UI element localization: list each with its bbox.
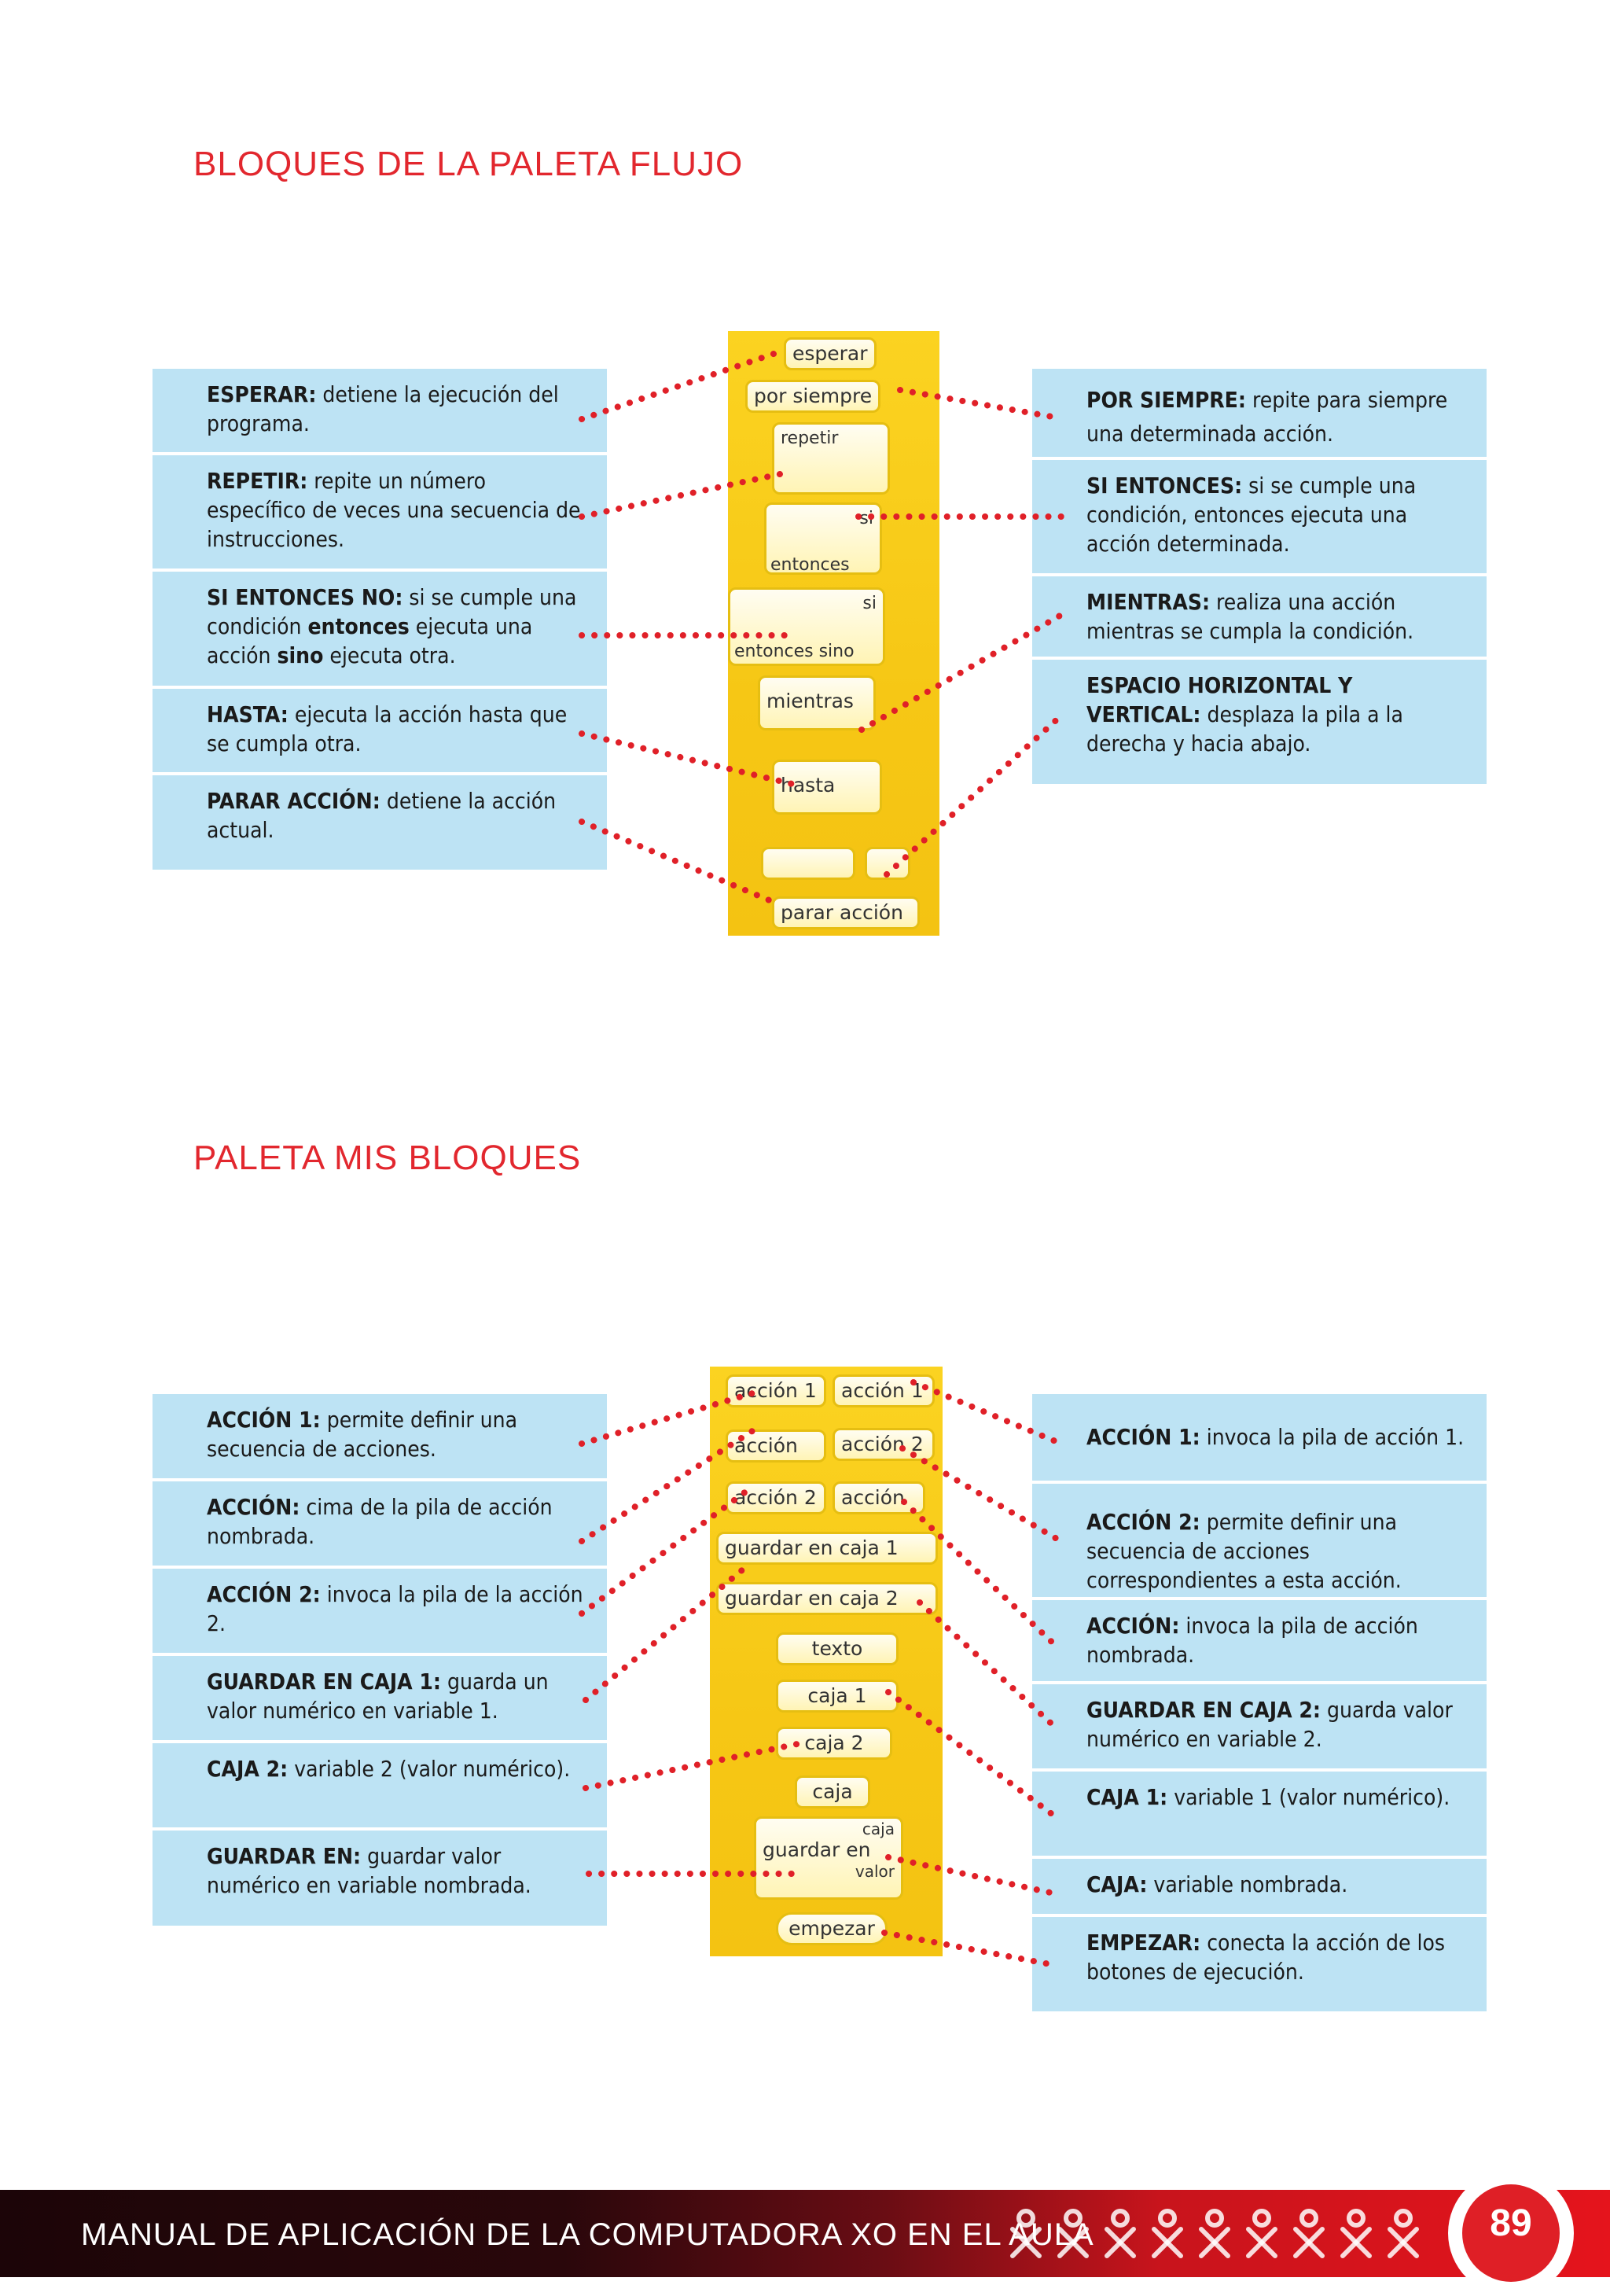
flujo-block-palette: esperar por siempre repetir si entonces … (728, 331, 939, 936)
flujo-left-panel: ESPERAR: detiene la ejecución del progra… (153, 369, 607, 870)
desc-esperar: ESPERAR: detiene la ejecución del progra… (153, 369, 607, 452)
misbloques-right-panel: ACCIÓN 1: invoca la pila de acción 1. AC… (1032, 1394, 1487, 2011)
desc-si-entonces: SI ENTONCES: si se cumple una condición,… (1032, 460, 1487, 573)
misbloques-block-palette: acción 1 acción 1 acción acción 2 acción… (710, 1367, 943, 1956)
block-guardar-en-valor-label: valor (855, 1862, 895, 1881)
block-espacio-vertical[interactable] (865, 847, 910, 880)
block-guardar-en-label: guardar en (763, 1838, 871, 1861)
desc-hasta: HASTA: ejecuta la acción hasta que se cu… (153, 689, 607, 772)
xo-figures-icon (1010, 2209, 1419, 2258)
desc-por-siempre: POR SIEMPRE: repite para siempre una det… (1032, 369, 1487, 457)
block-accion-2-b[interactable]: acción 2 (726, 1481, 826, 1514)
block-guardar-en-caja-label: caja (862, 1820, 895, 1838)
block-empezar[interactable]: empezar (776, 1912, 888, 1945)
desc-parar-accion: PARAR ACCIÓN: detiene la acción actual. (153, 775, 607, 870)
desc-caja: CAJA: variable nombrada. (1032, 1859, 1487, 1914)
section-title-flujo: BLOQUES DE LA PALETA FLUJO (193, 145, 744, 183)
desc-empezar: EMPEZAR: conecta la acción de los botone… (1032, 1917, 1487, 2011)
desc-guardar-caja-2: GUARDAR EN CAJA 2: guarda valor numérico… (1032, 1684, 1487, 1768)
block-esperar[interactable]: esperar (784, 337, 877, 370)
block-caja[interactable]: caja (795, 1775, 870, 1808)
block-accion-2-a[interactable]: acción 2 (833, 1428, 935, 1461)
block-texto[interactable]: texto (776, 1632, 899, 1665)
footer-bar: MANUAL DE APLICACIÓN DE LA COMPUTADORA X… (0, 2190, 1610, 2277)
block-guardar-en-caja-1[interactable]: guardar en caja 1 (716, 1532, 938, 1565)
desc-guardar-en: GUARDAR EN: guardar valor numérico en va… (153, 1831, 607, 1926)
desc-accion-1-left: ACCIÓN 1: permite definir una secuencia … (153, 1394, 607, 1478)
page-number-badge: 89 (1448, 2170, 1574, 2296)
block-accion-1-a[interactable]: acción 1 (726, 1374, 826, 1407)
block-entonces-sino-label: entonces sino (734, 642, 855, 661)
flujo-right-panel: POR SIEMPRE: repite para siempre una det… (1032, 369, 1487, 784)
desc-guardar-caja-1: GUARDAR EN CAJA 1: guarda un valor numér… (153, 1656, 607, 1740)
page-number: 89 (1462, 2184, 1560, 2282)
desc-accion-right: ACCIÓN: invoca la pila de acción nombrad… (1032, 1600, 1487, 1681)
desc-accion-1-right: ACCIÓN 1: invoca la pila de acción 1. (1032, 1394, 1487, 1481)
block-hasta[interactable]: hasta (772, 760, 882, 815)
block-mientras[interactable]: mientras (758, 675, 876, 730)
desc-accion-left: ACCIÓN: cima de la pila de acción nombra… (153, 1481, 607, 1566)
block-caja-1[interactable]: caja 1 (776, 1680, 899, 1713)
block-si-entonces-label: entonces (770, 555, 850, 575)
block-parar-accion[interactable]: parar acción (772, 896, 920, 929)
desc-espacio: ESPACIO HORIZONTAL Y VERTICAL: desplaza … (1032, 660, 1487, 784)
section-title-mis-bloques: PALETA MIS BLOQUES (193, 1139, 582, 1177)
desc-accion-2-left: ACCIÓN 2: invoca la pila de la acción 2. (153, 1569, 607, 1653)
block-repetir[interactable]: repetir (772, 422, 890, 495)
block-por-siempre[interactable]: por siempre (745, 380, 881, 413)
block-guardar-en[interactable]: caja guardar en valor (754, 1816, 903, 1900)
desc-mientras: MIENTRAS: realiza una acción mientras se… (1032, 576, 1487, 657)
desc-si-entonces-no: SI ENTONCES NO: si se cumple una condici… (153, 572, 607, 686)
block-caja-2[interactable]: caja 2 (776, 1727, 892, 1760)
desc-caja-1: CAJA 1: variable 1 (valor numérico). (1032, 1772, 1487, 1856)
block-accion-a[interactable]: acción (726, 1429, 826, 1463)
block-accion-b[interactable]: acción (833, 1481, 925, 1514)
block-accion-1-b[interactable]: acción 1 (833, 1374, 935, 1407)
desc-accion-2-right: ACCIÓN 2: permite definir una secuencia … (1032, 1484, 1487, 1597)
block-guardar-en-caja-2[interactable]: guardar en caja 2 (716, 1582, 938, 1615)
desc-caja-2: CAJA 2: variable 2 (valor numérico). (153, 1743, 607, 1827)
footer-title: MANUAL DE APLICACIÓN DE LA COMPUTADORA X… (81, 2217, 1094, 2252)
block-espacio-horizontal[interactable] (761, 847, 855, 880)
desc-repetir: REPETIR: repite un número específico de … (153, 455, 607, 568)
misbloques-left-panel: ACCIÓN 1: permite definir una secuencia … (153, 1394, 607, 1926)
